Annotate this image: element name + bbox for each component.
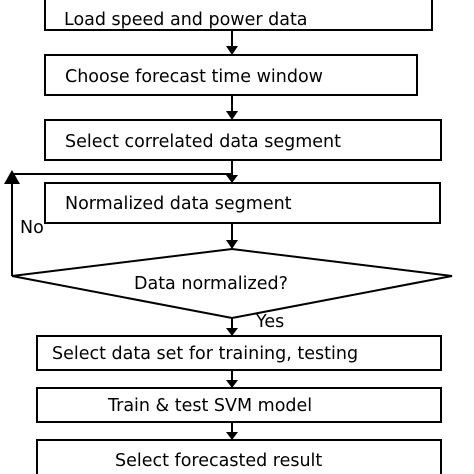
decision-label: Data normalized? (134, 274, 288, 294)
step-train-test: Train & test SVM model (36, 387, 442, 423)
loop-no-branch: No (4, 170, 232, 276)
step-select-sets: Select data set for training, testing (36, 335, 442, 371)
step-load-data-label: Load speed and power data (64, 10, 308, 30)
step-normalize-label: Normalized data segment (65, 194, 292, 214)
step-select-segment: Select correlated data segment (44, 119, 442, 161)
no-label: No (20, 218, 44, 238)
arrow-load-to-window (226, 30, 238, 55)
step-select-result-label: Select forecasted result (115, 451, 322, 471)
step-select-segment-label: Select correlated data segment (65, 132, 341, 152)
arrow-sets-to-train (226, 370, 238, 388)
step-choose-window: Choose forecast time window (44, 54, 418, 96)
step-load-data: Load speed and power data (44, 0, 433, 31)
step-train-test-label: Train & test SVM model (107, 396, 312, 416)
arrow-segment-to-normalize (226, 160, 238, 183)
step-select-sets-label: Select data set for training, testing (52, 344, 358, 364)
decision-data-normalized: Data normalized? (11, 247, 453, 320)
step-select-result: Select forecasted result (36, 439, 442, 474)
step-choose-window-label: Choose forecast time window (65, 67, 323, 87)
step-normalize: Normalized data segment (44, 182, 441, 224)
arrow-normalize-to-decision (226, 223, 238, 249)
yes-label: Yes (255, 312, 284, 332)
arrow-train-to-result (226, 422, 238, 440)
arrow-yes-branch: Yes (226, 312, 284, 336)
arrow-window-to-segment (226, 95, 238, 120)
